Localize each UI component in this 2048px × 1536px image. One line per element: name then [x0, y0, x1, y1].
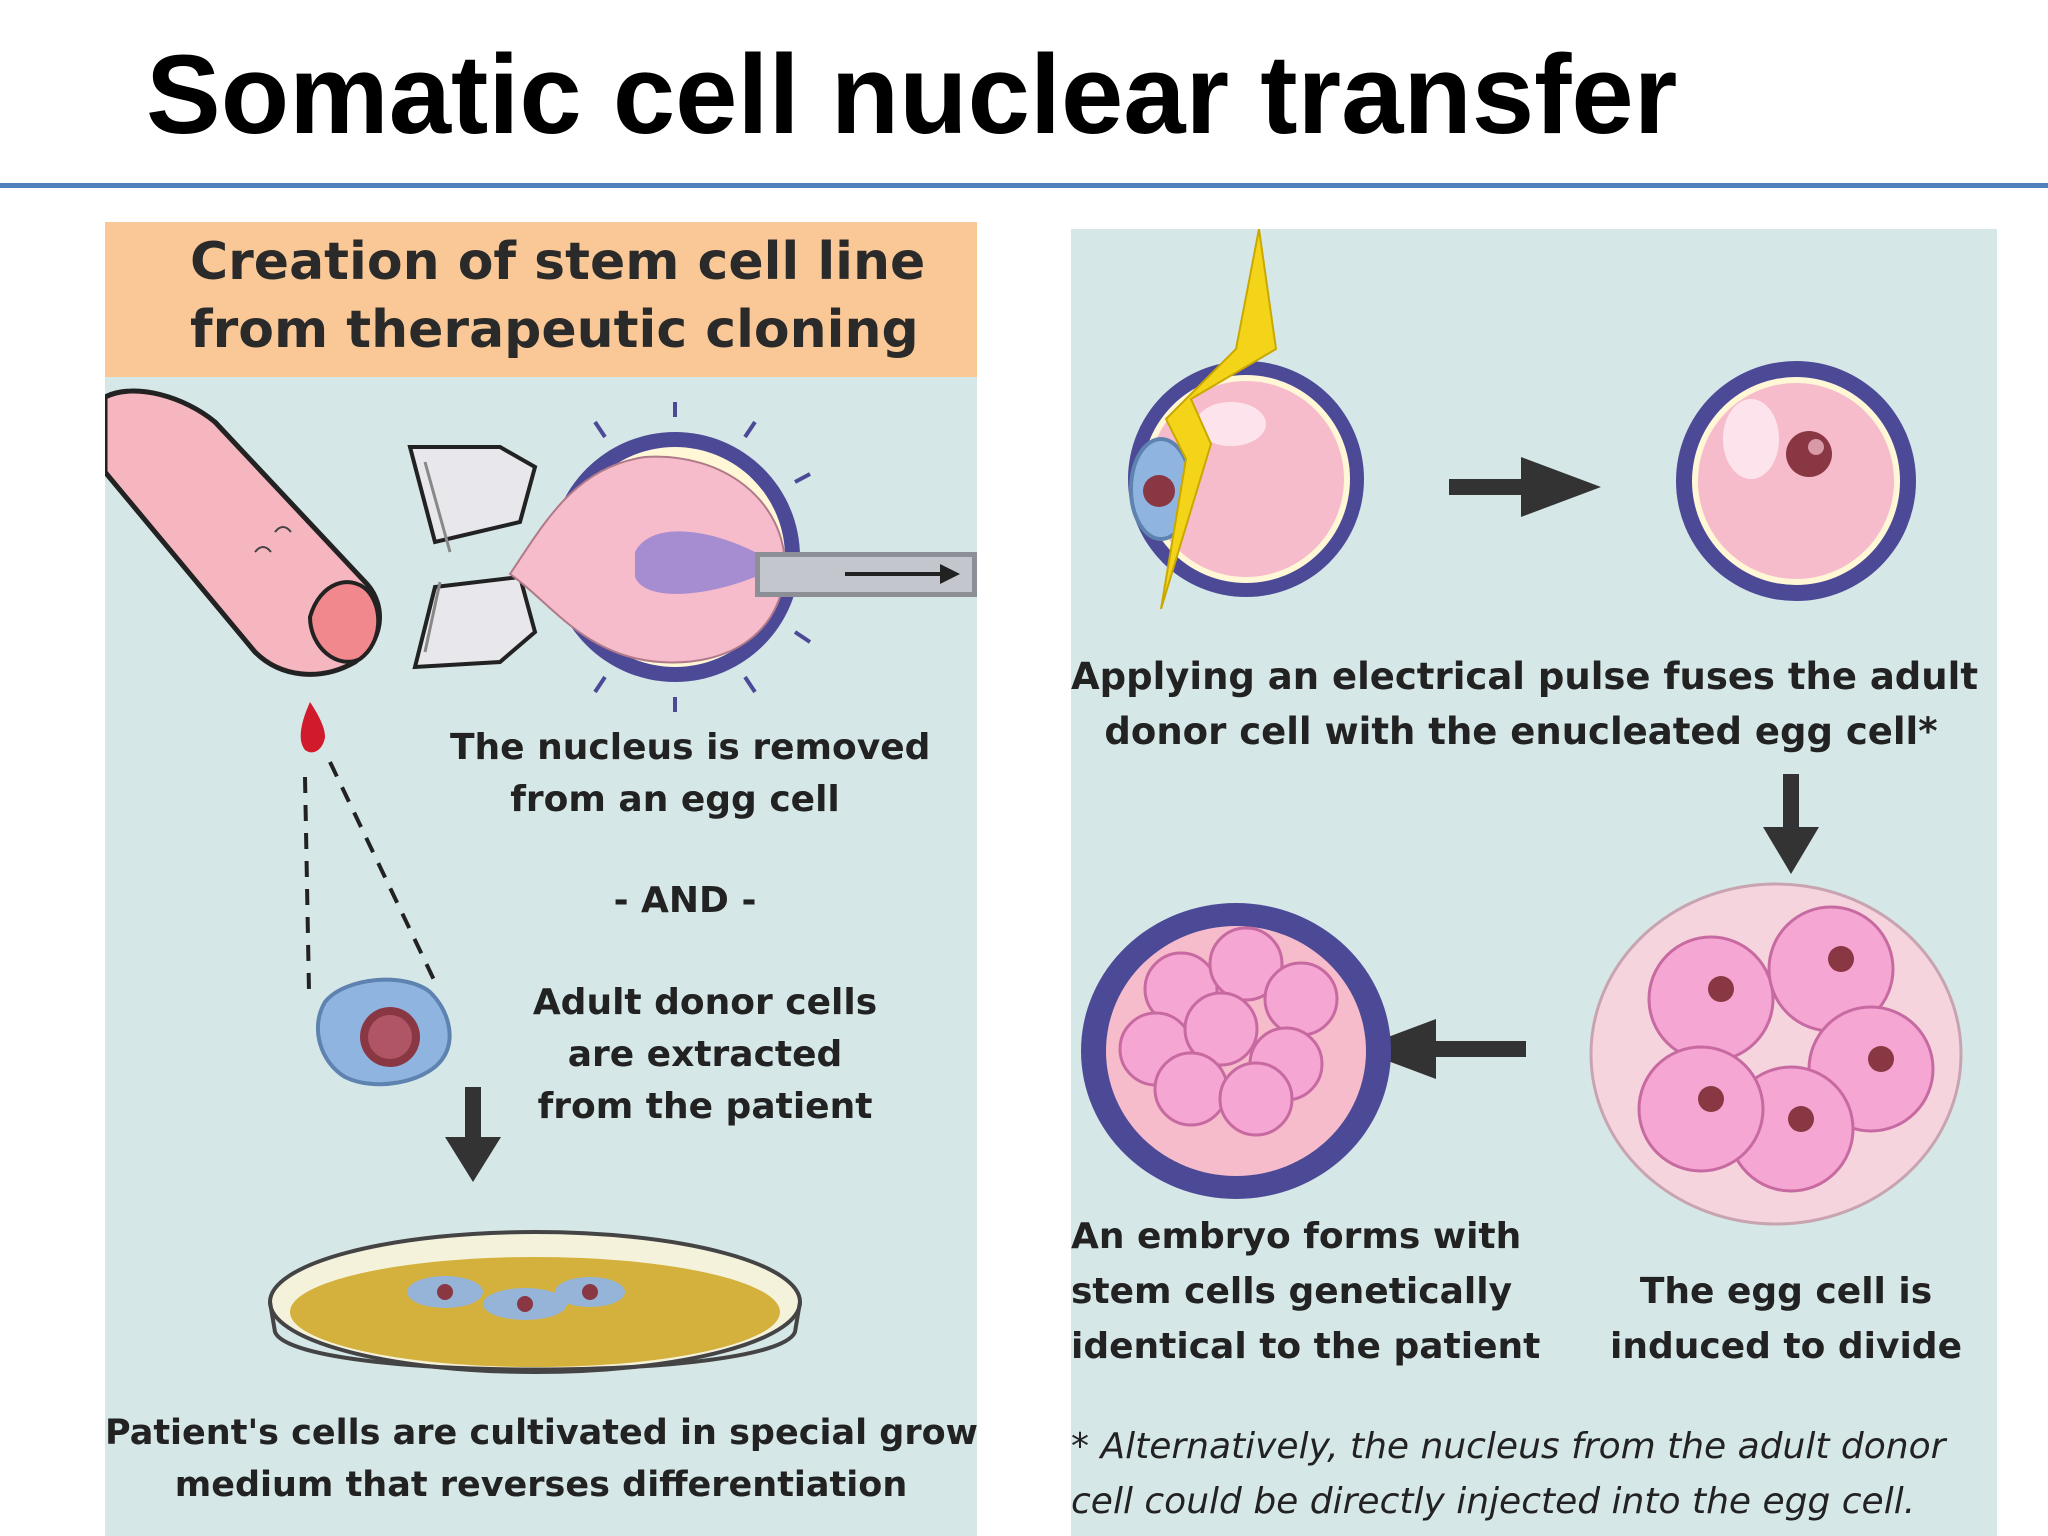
header-line-1: Creation of stem cell line: [190, 232, 926, 292]
arrow-icon: [1356, 1019, 1526, 1079]
donor-cells-label: Adult donor cells are extracted from the…: [485, 977, 925, 1133]
footnote: * Alternatively, the nucleus from the ad…: [1071, 1419, 1945, 1529]
donor-line-3: from the patient: [537, 1086, 873, 1127]
donor-line-1: Adult donor cells: [532, 982, 878, 1023]
right-diagram-panel: Applying an electrical pulse fuses the a…: [1071, 229, 1997, 1536]
electrical-pulse-label: Applying an electrical pulse fuses the a…: [1071, 649, 1979, 759]
nucleus-removed-line-2: from an egg cell: [510, 779, 840, 820]
and-label: - AND -: [613, 880, 757, 921]
pipette-icon: [755, 552, 977, 597]
left-diagram-panel: Creation of stem cell line from therapeu…: [105, 222, 977, 1536]
cultivated-line-1: Patient's cells are cultivated in specia…: [105, 1413, 977, 1453]
embryo-label: An embryo forms with stem cells genetica…: [1071, 1209, 1541, 1374]
arrow-icon: [1763, 774, 1819, 874]
nucleus-removed-line-1: The nucleus is removed: [450, 727, 931, 768]
donor-line-2: are extracted: [567, 1034, 843, 1075]
cultivated-line-2: medium that reverses differentiation: [174, 1465, 908, 1505]
embryo-line-1: An embryo forms with: [1071, 1216, 1522, 1257]
finger-icon: [105, 388, 382, 677]
divide-line-2: induced to divide: [1609, 1326, 1962, 1367]
embryo-line-3: identical to the patient: [1071, 1326, 1541, 1367]
embryo-line-2: stem cells genetically: [1071, 1271, 1513, 1312]
left-diagram-illustration: [105, 388, 977, 1374]
donor-cell-icon: [315, 977, 452, 1087]
blood-drop-icon: [300, 702, 325, 753]
title-divider: [0, 183, 2048, 188]
egg-cell-icon: [1676, 361, 1916, 601]
egg-cell-icon: [508, 402, 831, 712]
pulse-line-1: Applying an electrical pulse fuses the a…: [1071, 655, 1979, 698]
pipette-holder: [407, 445, 538, 670]
divide-line-1: The egg cell is: [1639, 1271, 1933, 1312]
panel-header: Creation of stem cell line from therapeu…: [105, 222, 977, 377]
slide-title: Somatic cell nuclear transfer: [146, 32, 1678, 157]
cultivated-label: Patient's cells are cultivated in specia…: [105, 1407, 977, 1511]
pulse-line-2: donor cell with the enucleated egg cell*: [1104, 710, 1938, 753]
footnote-line-1: * Alternatively, the nucleus from the ad…: [1071, 1426, 1946, 1467]
embryo-icon: [1081, 903, 1391, 1199]
petri-dish-icon: [268, 1230, 802, 1374]
right-diagram-illustration: [1081, 229, 1963, 1226]
header-line-2: from therapeutic cloning: [190, 300, 919, 360]
lightning-icon: [1160, 229, 1278, 610]
nucleus-removed-label: The nucleus is removed from an egg cell: [450, 722, 931, 826]
arrow-icon: [445, 1087, 501, 1182]
footnote-line-2: cell could be directly injected into the…: [1071, 1481, 1916, 1522]
arrow-icon: [1449, 457, 1601, 517]
cell-cluster-icon: [1589, 882, 1963, 1226]
divide-label: The egg cell is induced to divide: [1591, 1264, 1981, 1374]
